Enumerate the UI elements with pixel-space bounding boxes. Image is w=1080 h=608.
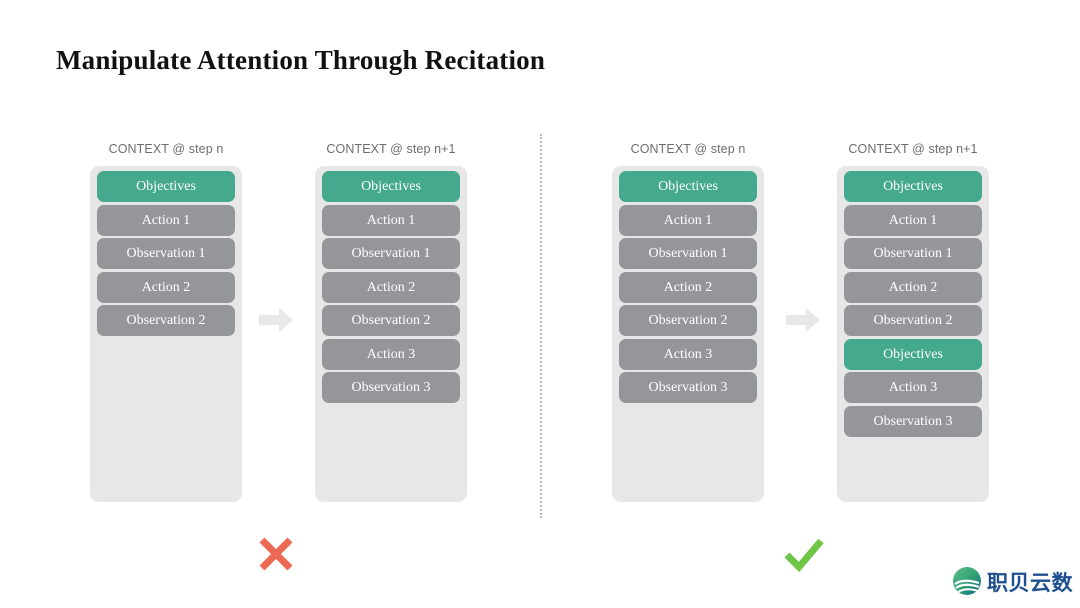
context-item: Observation 1 bbox=[322, 238, 460, 269]
context-item: Action 3 bbox=[619, 338, 757, 370]
context-item: Action 2 bbox=[322, 271, 460, 303]
check-mark-icon bbox=[781, 531, 827, 577]
brand-logo-text: 职贝云数 bbox=[987, 571, 1073, 595]
context-item: Action 1 bbox=[844, 204, 982, 236]
context-item: Observation 1 bbox=[844, 238, 982, 269]
context-item: Objectives bbox=[619, 171, 757, 202]
context-item: Observation 2 bbox=[322, 305, 460, 336]
panel-header: CONTEXT @ step n bbox=[630, 142, 746, 156]
context-item: Objectives bbox=[322, 171, 460, 202]
context-item: Observation 2 bbox=[619, 305, 757, 336]
context-item: Action 2 bbox=[97, 271, 235, 303]
context-item: Observation 2 bbox=[97, 305, 235, 336]
context-item: Action 1 bbox=[619, 204, 757, 236]
cross-mark-icon bbox=[253, 531, 299, 577]
context-item: Objectives bbox=[844, 171, 982, 202]
context-item: Observation 2 bbox=[844, 305, 982, 336]
arrow-right-icon bbox=[786, 306, 820, 334]
page-title: Manipulate Attention Through Recitation bbox=[56, 45, 546, 75]
context-item: Observation 3 bbox=[322, 372, 460, 403]
context-item: Action 2 bbox=[619, 271, 757, 303]
panel-header: CONTEXT @ step n+1 bbox=[848, 142, 978, 156]
arrow-right-icon bbox=[259, 306, 293, 334]
context-item: Observation 1 bbox=[97, 238, 235, 269]
center-divider bbox=[540, 134, 542, 518]
context-item: Observation 3 bbox=[844, 405, 982, 437]
panel-header: CONTEXT @ step n+1 bbox=[326, 142, 456, 156]
context-item: Action 3 bbox=[844, 372, 982, 403]
panel-header: CONTEXT @ step n bbox=[108, 142, 224, 156]
context-item: Action 3 bbox=[322, 338, 460, 370]
context-item: Objectives bbox=[97, 171, 235, 202]
brand-logo: 职贝云数 bbox=[952, 566, 1073, 601]
context-item: Action 2 bbox=[844, 271, 982, 303]
context-item: Objectives bbox=[844, 338, 982, 370]
context-item: Action 1 bbox=[322, 204, 460, 236]
wave-circle-logo-icon bbox=[952, 566, 982, 601]
context-item: Observation 3 bbox=[619, 372, 757, 403]
context-item: Observation 1 bbox=[619, 238, 757, 269]
context-item: Action 1 bbox=[97, 204, 235, 236]
